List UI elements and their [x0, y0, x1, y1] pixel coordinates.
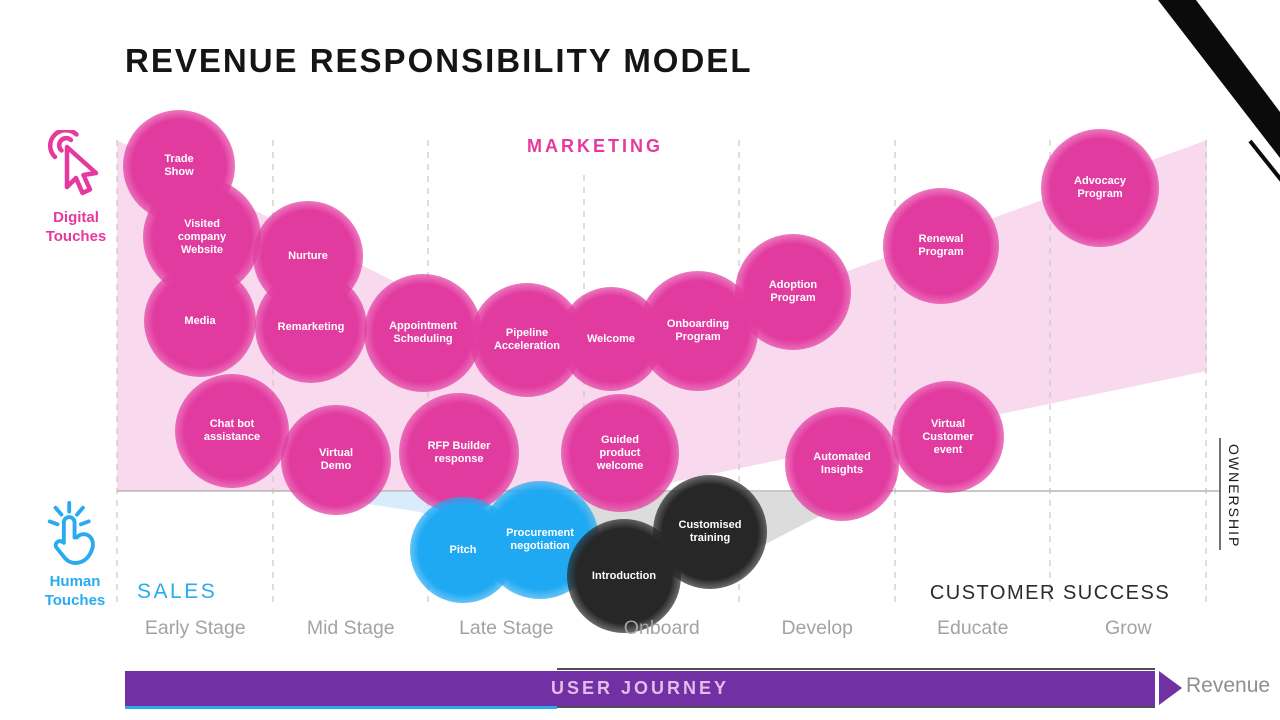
stage-label-early-stage: Early Stage — [144, 617, 246, 639]
revenue-label: Revenue — [1186, 674, 1271, 697]
ownership-axis-line — [1219, 438, 1221, 550]
stage-label-mid-stage: Mid Stage — [306, 617, 395, 639]
human-touches-line1: Human — [49, 573, 101, 590]
stage-label-develop: Develop — [781, 617, 854, 639]
bubble-label-line: Show — [164, 166, 194, 178]
bubble-label-line: Nurture — [288, 249, 328, 262]
bubble-label-line: Program — [770, 292, 816, 304]
bubble-label-line: response — [434, 453, 484, 465]
bubble-introduction: Introduction — [567, 519, 681, 633]
page-title: REVENUE RESPONSIBILITY MODEL — [125, 42, 753, 79]
user-journey-bar: USER JOURNEY — [125, 671, 1155, 706]
bubble-label-line: Remarketing — [277, 320, 345, 333]
bubble-label-line: Appointment — [389, 320, 457, 332]
digital-touches-line1: Digital — [53, 209, 99, 226]
stage-label-onboard: Onboard — [623, 617, 700, 639]
bubble-label-line: Scheduling — [393, 333, 453, 345]
stage-label-late-stage: Late Stage — [459, 617, 554, 639]
bubble-label-line: Chat bot — [209, 418, 255, 430]
journey-bar-blue-underline — [125, 706, 557, 709]
bubble-label-line: Welcome — [586, 332, 636, 345]
bubble-label-line: training — [689, 532, 731, 544]
bubble-remarketing: Remarketing — [255, 271, 367, 383]
bubble-label-line: Pitch — [449, 543, 477, 556]
bubble-label-line: Website — [181, 243, 223, 256]
bubble-label-line: Program — [918, 246, 964, 258]
bubble-label-line: Insights — [820, 464, 864, 476]
click-cursor-icon — [47, 130, 99, 196]
bubble-label-line: Trade — [164, 153, 194, 165]
bubble-media: Media — [144, 265, 256, 377]
digital-touches-label: Digital Touches — [26, 208, 126, 246]
bubble-label-line: Advocacy — [1074, 175, 1126, 187]
bubble-label-line: RFP Builder — [427, 440, 491, 452]
bubble-label-line: Virtual — [318, 447, 354, 459]
bubble-label-line: Procurement — [506, 527, 574, 539]
bubble-label-line: Renewal — [918, 233, 964, 245]
bubble-label-line: assistance — [203, 431, 261, 443]
bubble-label-line: Media — [184, 314, 216, 327]
bubble-label-line: Customer — [922, 430, 974, 443]
bubble-label-line: Pipeline — [505, 327, 549, 339]
bubble-label-line: product — [599, 446, 641, 459]
marketing-section-label: MARKETING — [527, 136, 663, 156]
bubble-label-line: Introduction — [591, 569, 657, 582]
bubble-label-line: Demo — [320, 460, 352, 472]
bubble-label-line: Visited — [184, 217, 220, 230]
bubble-label-line: Program — [1077, 188, 1123, 200]
bubble-label-line: event — [933, 443, 963, 456]
tap-hand-icon — [47, 500, 95, 565]
bubble-label-line: Program — [675, 331, 721, 343]
bubble-label-line: Onboarding — [666, 318, 730, 330]
ownership-label: OWNERSHIP — [1226, 443, 1242, 549]
stage-label-educate: Educate — [936, 617, 1009, 639]
bubble-label-line: Guided — [601, 433, 639, 446]
bubble-label-line: Automated — [813, 451, 871, 463]
bubble-label-line: Customised — [678, 519, 742, 531]
sales-section-label: SALES — [137, 580, 218, 603]
digital-touches-line2: Touches — [45, 228, 107, 245]
bubble-label-line: company — [177, 230, 227, 243]
human-touches-line2: Touches — [44, 592, 106, 609]
journey-bar-top-edge — [557, 668, 1155, 670]
stage-label-grow: Grow — [1104, 617, 1152, 639]
user-journey-label: USER JOURNEY — [550, 678, 730, 698]
bubble-label-line: negotiation — [510, 540, 570, 552]
bubble-label-line: Adoption — [768, 279, 818, 291]
human-touches-label: Human Touches — [25, 572, 125, 610]
customer-success-section-label: CUSTOMER SUCCESS — [929, 582, 1171, 604]
bubble-label-line: Virtual — [930, 417, 966, 430]
bubble-label-line: welcome — [596, 459, 644, 472]
journey-bar-bottom-edge — [557, 706, 1155, 708]
diagonal-ribbon-decoration — [1158, 0, 1280, 182]
revenue-arrow-icon — [1159, 671, 1182, 705]
bubble-label-line: Acceleration — [493, 340, 561, 352]
